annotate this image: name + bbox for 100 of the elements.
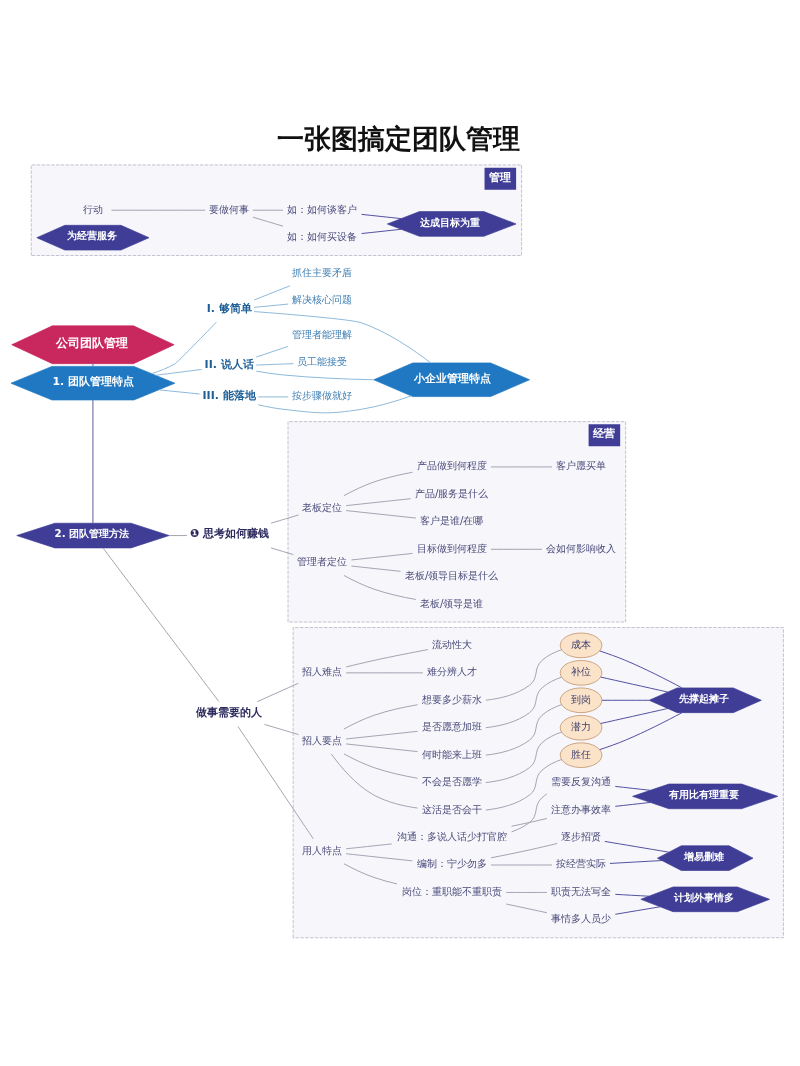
node-text: 逐步招贤	[561, 829, 602, 842]
connector	[485, 703, 563, 756]
connector	[343, 752, 419, 779]
node-text: 不会是否愿学	[421, 774, 482, 787]
connector	[614, 893, 650, 897]
node-text: 员工能接受	[297, 354, 348, 367]
node-text: 老板/领导目标是什么	[404, 568, 499, 581]
node-text: 难分辨人才	[426, 664, 477, 677]
node-text: 客户是谁/在哪	[419, 513, 484, 526]
node-text: 何时能来上班	[421, 747, 482, 760]
node-text: 老板定位	[302, 500, 343, 513]
node-text: ❶ 思考如何赚钱	[189, 526, 269, 540]
node-text: 招人难点	[302, 664, 343, 677]
connector	[345, 730, 419, 739]
node-text: 招人要点	[302, 733, 343, 746]
connector	[609, 859, 663, 864]
connector	[237, 725, 314, 839]
connector	[345, 743, 419, 752]
connector	[252, 216, 284, 227]
connector	[505, 903, 548, 913]
cluster	[292, 626, 784, 938]
node-text: 注意办事效率	[551, 802, 612, 814]
node-text: 沟通：多说人话少打官腔	[396, 829, 507, 842]
node-text: 编制：宁少勿多	[416, 856, 487, 869]
node-text: 要做何事	[208, 202, 249, 215]
diagram-title: 一张图搞定团队管理	[277, 122, 521, 154]
node-text: 事情多人员少	[551, 911, 612, 924]
connector	[345, 509, 417, 518]
node-text: 管理者能理解	[292, 327, 353, 340]
node-text: 需要反复沟通	[551, 774, 612, 787]
node-text: 做事需要的人	[196, 705, 263, 719]
node-text: III. 能落地	[202, 388, 256, 402]
connector	[345, 671, 424, 673]
connector	[350, 552, 413, 560]
connector	[255, 345, 289, 358]
node-text: 客户愿买单	[556, 458, 607, 471]
connector	[599, 650, 683, 688]
connector	[601, 699, 650, 701]
connector	[111, 209, 206, 211]
connector	[253, 284, 291, 300]
node-text: 产品/服务是什么	[414, 486, 489, 499]
connector	[485, 758, 563, 810]
connector	[361, 213, 402, 219]
connector	[257, 394, 412, 413]
connector	[263, 723, 299, 735]
connector	[599, 711, 683, 750]
node-text: 目标做到何程度	[416, 541, 487, 554]
node-text: I. 够简单	[206, 301, 252, 315]
connector	[256, 682, 299, 702]
node-ellipse: 补位	[559, 659, 603, 686]
connector	[330, 753, 418, 809]
connector	[614, 801, 651, 807]
connector	[168, 534, 188, 536]
connector	[614, 905, 661, 915]
node-text: 职责无法写全	[551, 884, 612, 897]
connector	[252, 209, 284, 211]
connector	[600, 676, 669, 692]
node-text: II. 说人话	[204, 357, 254, 371]
node-text: 如：如何谈客户	[287, 202, 358, 215]
connector	[485, 731, 563, 783]
connector	[253, 303, 289, 308]
connector	[350, 565, 401, 572]
connector	[343, 703, 419, 729]
node-ellipse: 潜力	[559, 714, 603, 740]
connector	[158, 388, 201, 394]
connector	[490, 842, 558, 858]
node-ellipse: 胜任	[559, 742, 603, 768]
node-ellipse: 到岗	[559, 687, 603, 713]
connector	[253, 310, 432, 363]
connector	[92, 399, 94, 523]
connector	[604, 840, 670, 853]
node-text: 会如何影响收入	[546, 541, 617, 554]
connector	[345, 648, 429, 667]
connector	[490, 465, 553, 467]
connector	[257, 395, 289, 397]
connector	[485, 648, 563, 701]
connector	[102, 547, 220, 702]
connector	[345, 497, 412, 506]
node-text: 行动	[82, 202, 103, 215]
connector	[343, 862, 398, 884]
connector	[270, 514, 299, 524]
node-text: 产品做到何程度	[416, 458, 487, 471]
connector	[343, 471, 413, 496]
node-text: 如：如何买设备	[287, 229, 358, 242]
node-text: 是否愿意加班	[421, 719, 482, 732]
connector	[600, 707, 669, 724]
connector	[345, 852, 413, 861]
connector	[511, 792, 548, 832]
connector	[155, 368, 202, 376]
node-text: 岗位：重职能不重职责	[401, 884, 502, 897]
node-text: 这活是否会干	[421, 802, 482, 814]
connector	[345, 842, 393, 849]
connector	[614, 785, 651, 791]
connector	[511, 817, 548, 827]
connector	[490, 864, 553, 865]
node-text: 用人特点	[302, 843, 343, 856]
connector	[490, 548, 543, 550]
connector	[255, 362, 294, 365]
node-text: 抓住主要矛盾	[292, 265, 353, 278]
node-text: 按步骤做就好	[292, 388, 353, 401]
